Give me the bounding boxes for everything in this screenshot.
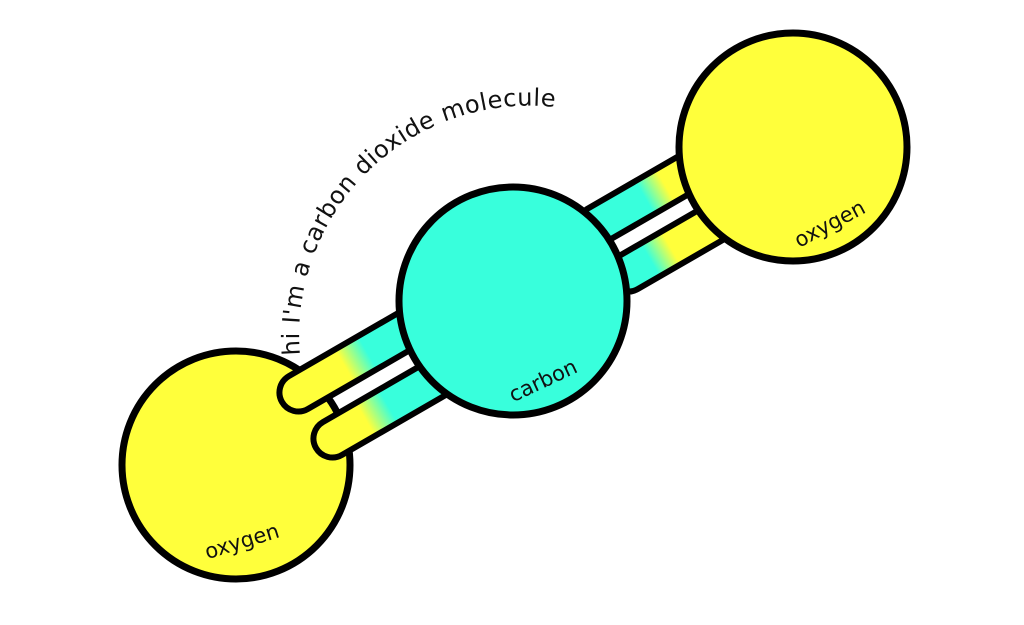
right-oxygen-atom: oxygen — [675, 29, 911, 265]
carbon-atom: carbon — [395, 183, 631, 419]
